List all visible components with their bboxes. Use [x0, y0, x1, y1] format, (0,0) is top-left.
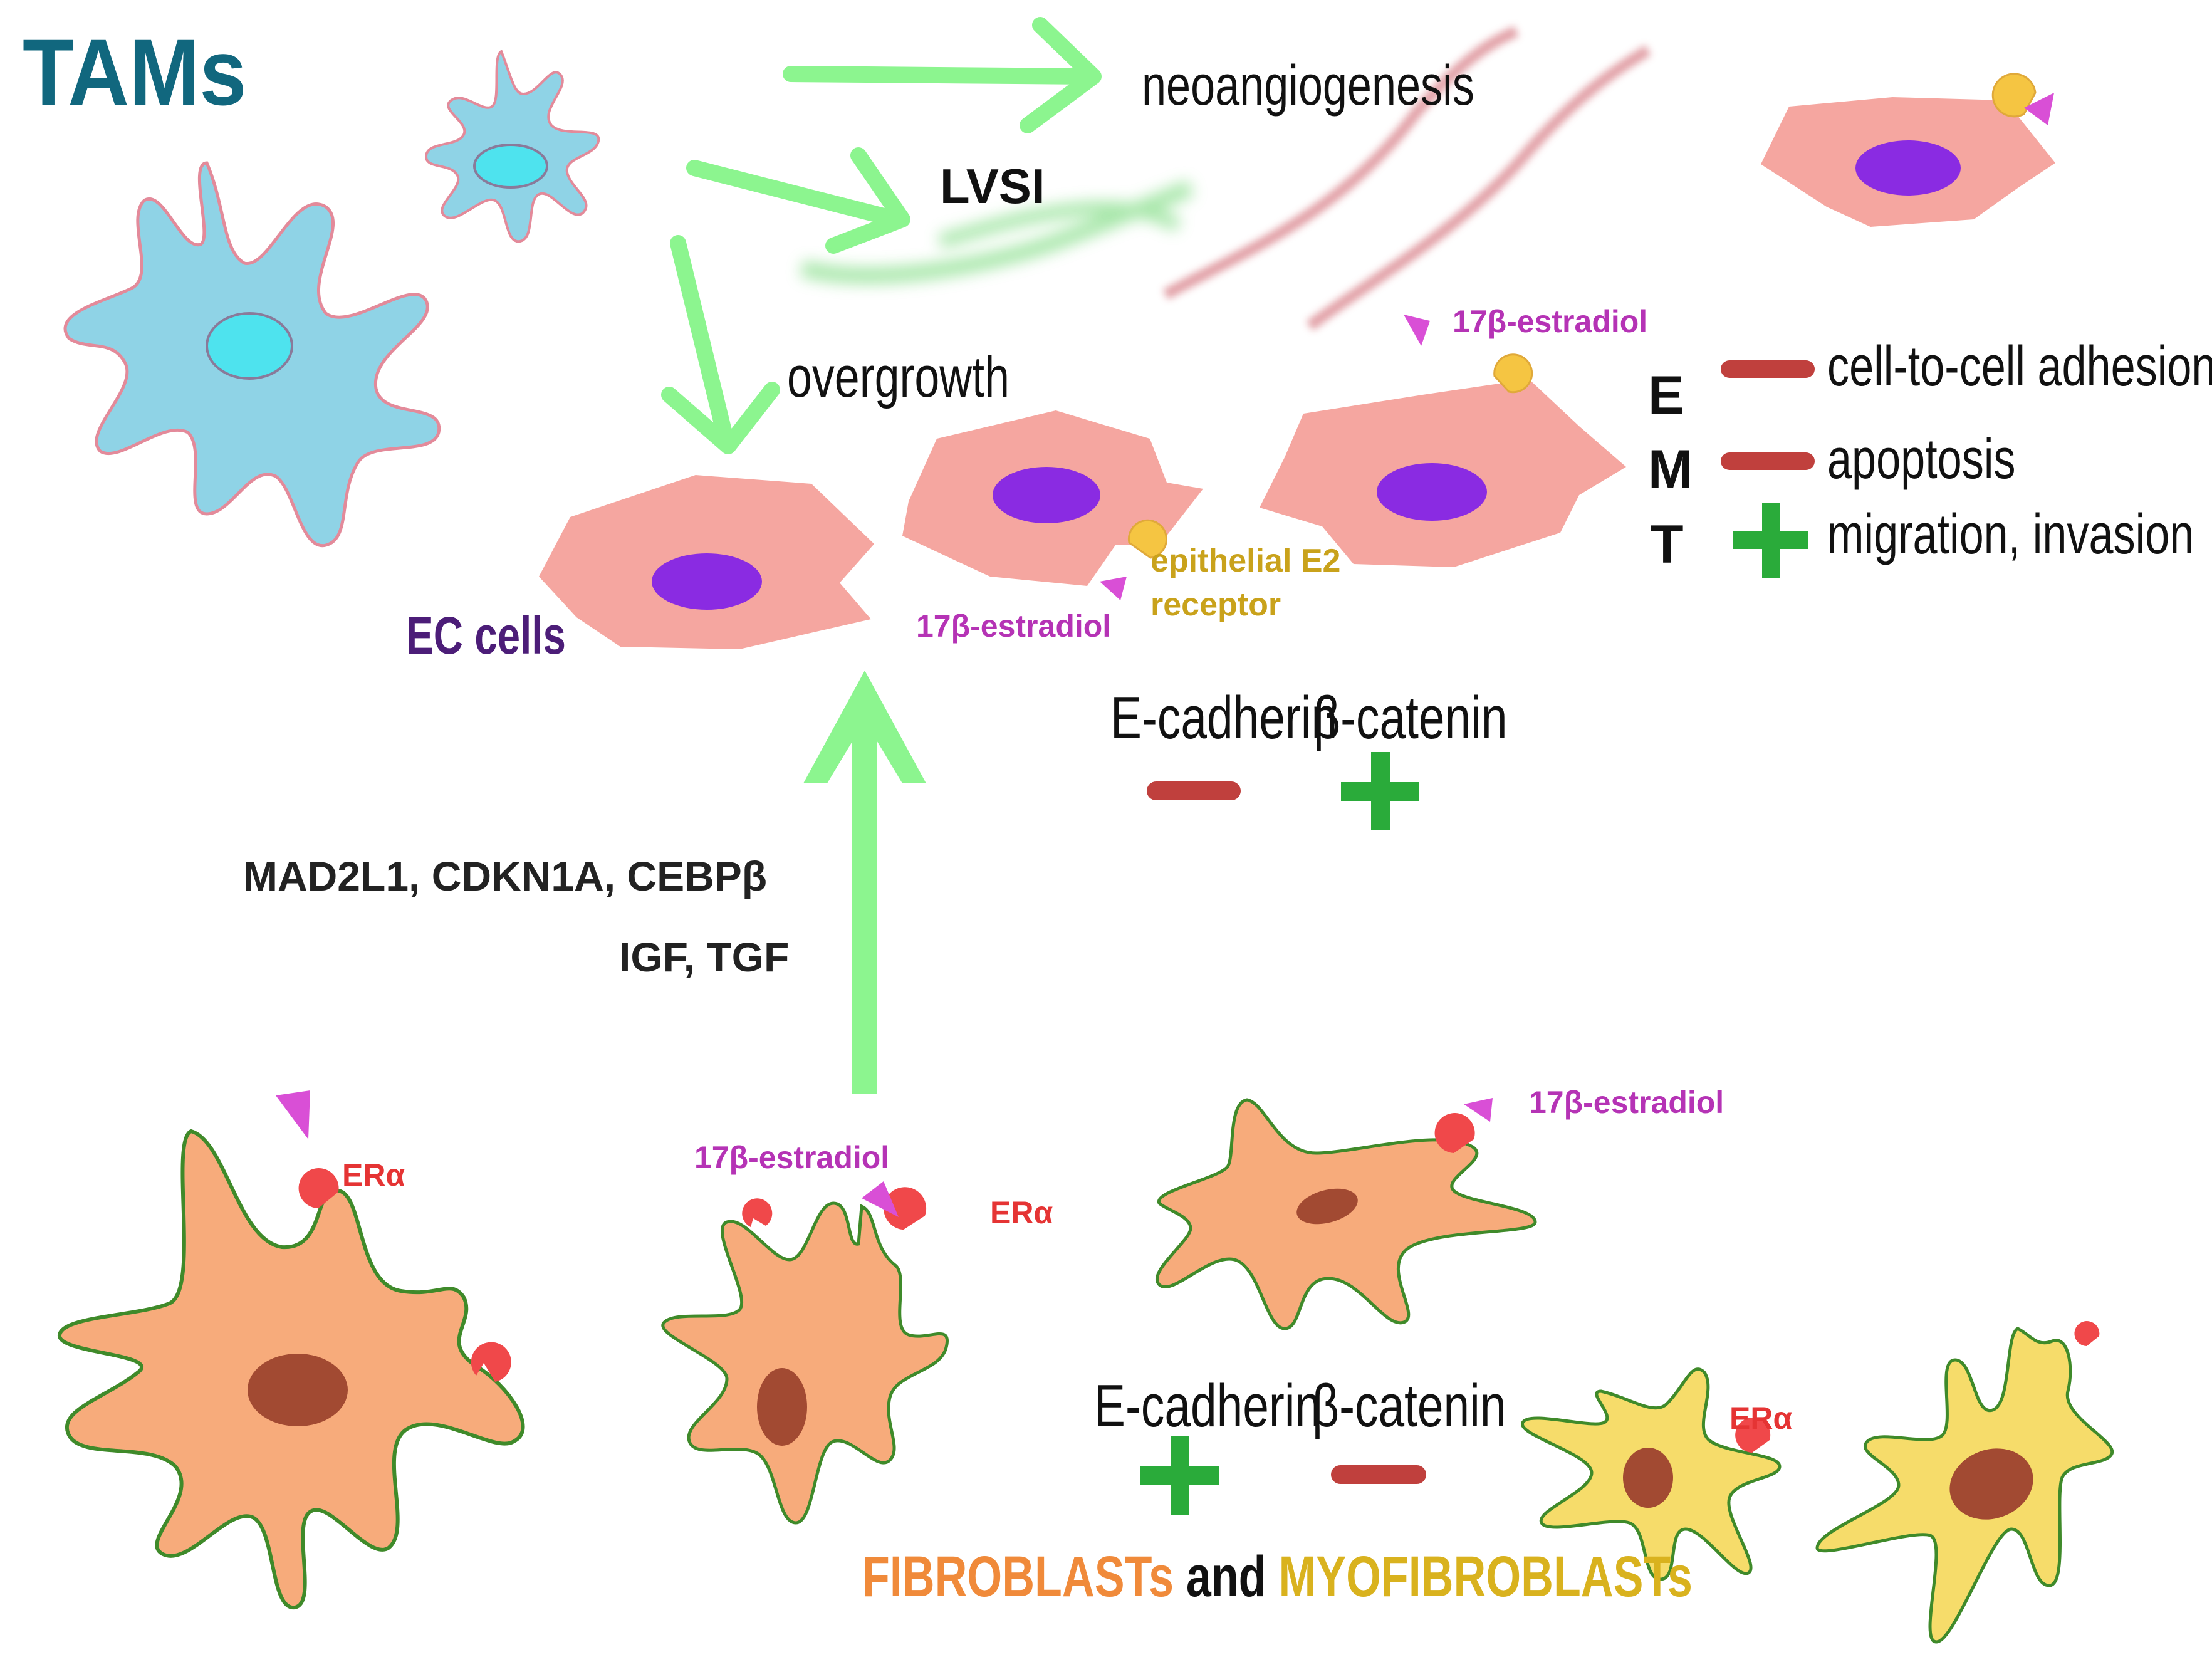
estradiol-molecule-icon [862, 1181, 899, 1217]
ec-nucleus [993, 467, 1100, 523]
myofibroblast-nucleus [1623, 1448, 1673, 1508]
emt-item-label: cell-to-cell adhesion [1827, 335, 2212, 398]
fibroblast-nucleus [757, 1368, 807, 1446]
epithelial-receptor-label: epithelial E2 receptor [1150, 539, 1340, 627]
emt-item-label: migration, invasion [1827, 503, 2194, 566]
arrow-to-lvsi [686, 147, 910, 254]
emt-letter-e: E [1648, 365, 1684, 426]
era-label: ERα [990, 1195, 1053, 1230]
myofibroblasts-word: MYOFIBROBLASTs [1278, 1545, 1693, 1609]
fibroblast-nucleus [1296, 1188, 1358, 1225]
fibroblast-cell [1156, 1098, 1537, 1330]
lvsi-label: LVSI [940, 159, 1045, 214]
estradiol-receptor-icon [1127, 519, 1167, 559]
ec-betacatenin-label: β-catenin [1313, 684, 1508, 751]
estradiol-label: 17β-estradiol [1529, 1085, 1724, 1120]
era-receptor-icon [1434, 1113, 1475, 1153]
estradiol-molecule-icon [276, 1090, 310, 1139]
fibroblasts-caption: FIBROBLASTs and MYOFIBROBLASTs [862, 1548, 1693, 1606]
era-label: ERα [1729, 1401, 1793, 1436]
emt-letter-t: T [1651, 515, 1684, 575]
ec-cell-small [1761, 97, 2055, 227]
ec-cell [1260, 379, 1626, 567]
estradiol-label: 17β-estradiol [916, 609, 1112, 644]
tam-nucleus [206, 312, 293, 380]
fibroblasts-word: FIBROBLASTs [862, 1545, 1174, 1609]
estradiol-receptor-icon [1493, 353, 1533, 394]
epithelial-receptor-line1: epithelial E2 [1150, 543, 1341, 579]
ecadherin-plus-sign [1140, 1436, 1219, 1515]
plus-sign [1733, 503, 1808, 578]
emt-letter-m: M [1648, 439, 1693, 499]
fibroblast-cell-large [58, 1129, 525, 1609]
estradiol-molecule-icon [1404, 315, 1430, 346]
lymphatic-vessel [800, 180, 1194, 284]
genes-label: MAD2L1, CDKN1A, CEBPβ [243, 853, 768, 899]
ec-nucleus [1855, 140, 1961, 196]
neoangiogenesis-label: neoangiogenesis [1142, 55, 1474, 117]
fibroblast-nucleus [248, 1354, 348, 1426]
ec-ecadherin-label: E-cadherin [1110, 684, 1338, 751]
era-receptor-icon [298, 1168, 339, 1208]
arrow-to-neoangiogenesis [783, 17, 1102, 133]
fib-betacatenin-label: β-catenin [1312, 1372, 1506, 1439]
fib-ecadherin-label: E-cadherin [1094, 1372, 1322, 1439]
estradiol-label: 17β-estradiol [1453, 304, 1648, 339]
arrow-up-from-fibroblasts [803, 671, 926, 1094]
fibroblast-cell [661, 1201, 949, 1525]
epithelial-receptor-line2: receptor [1150, 587, 1281, 624]
tam-nucleus [473, 144, 548, 189]
estradiol-receptor-icon [1991, 73, 2037, 118]
minus-sign [1721, 452, 1815, 470]
factors-label: IGF, TGF [619, 934, 790, 980]
estradiol-molecule-icon [1100, 577, 1127, 600]
estradiol-molecule-icon [1464, 1098, 1493, 1122]
emt-item-label: apoptosis [1827, 428, 2016, 491]
ecadherin-minus-sign [1147, 781, 1241, 800]
arrow-to-overgrowth [661, 235, 780, 454]
minus-sign [1721, 360, 1815, 378]
ec-cell [902, 410, 1203, 586]
blood-vessel [1162, 26, 1651, 331]
betacatenin-plus-sign [1341, 752, 1419, 830]
betacatenin-minus-sign [1331, 1465, 1426, 1484]
era-receptor-icon [742, 1198, 773, 1227]
tam-cell-small [424, 50, 600, 243]
era-receptor-icon [884, 1187, 927, 1230]
era-receptor-icon [471, 1342, 511, 1382]
ec-nucleus [652, 553, 762, 610]
ec-cell [539, 475, 874, 649]
era-receptor-icon [1735, 1418, 1771, 1453]
myofibroblast-cell [1815, 1327, 2114, 1644]
tam-cell-large [63, 161, 441, 548]
estradiol-label: 17β-estradiol [694, 1140, 890, 1175]
estradiol-molecule-icon [2024, 93, 2054, 125]
overgrowth-label: overgrowth [787, 345, 1009, 409]
myofibroblast-nucleus [1949, 1448, 2033, 1520]
myofibroblast-cell [1521, 1367, 1782, 1581]
diagram-title: TAMs [23, 19, 247, 125]
ec-cells-label: EC cells [406, 606, 566, 665]
era-receptor-icon [2074, 1321, 2100, 1346]
ec-nucleus [1377, 463, 1487, 521]
and-word: and [1173, 1545, 1279, 1609]
era-label: ERα [342, 1157, 405, 1193]
